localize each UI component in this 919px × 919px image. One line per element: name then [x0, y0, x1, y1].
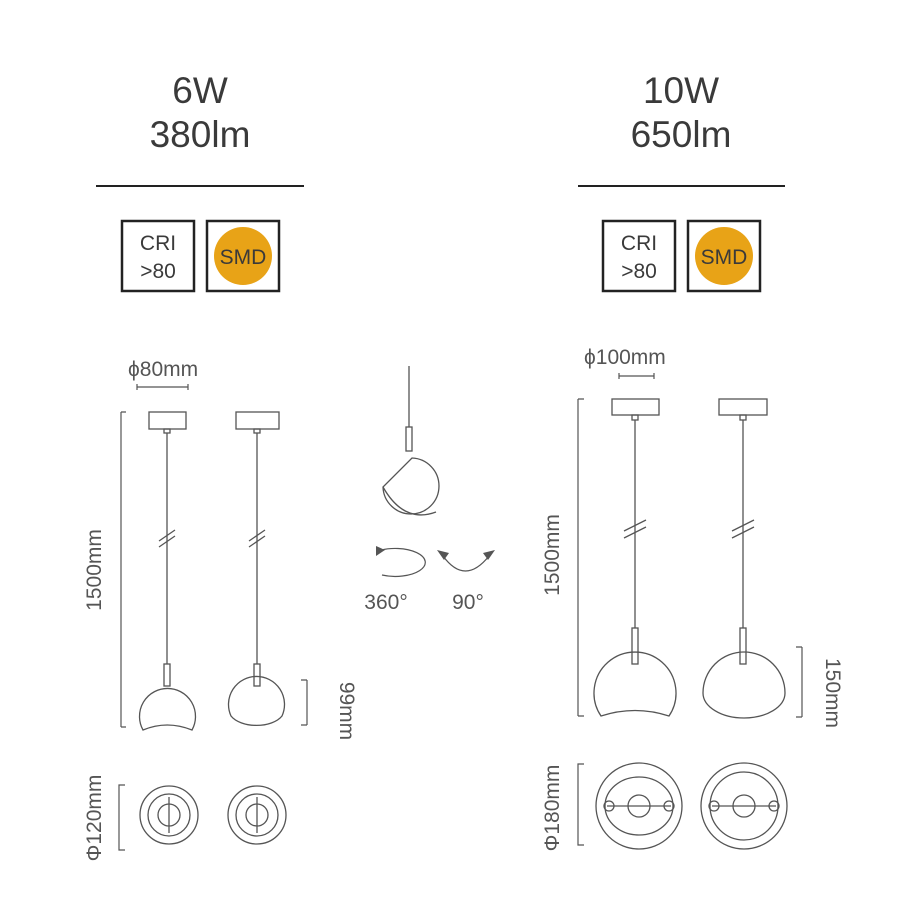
left-length-dim-line: [120, 411, 126, 728]
left-lamp-1-shade: [138, 687, 197, 731]
right-power: 10W: [643, 70, 719, 111]
left-lamp-drawings: ϕ80mm 1500mm 99mm Φ120mm: [83, 358, 358, 861]
center-rotation-demo: 360° 90°: [364, 366, 495, 614]
right-smd-label: SMD: [701, 246, 748, 269]
left-lamp-1-break: [158, 529, 176, 548]
right-lamp-1-break: [623, 519, 647, 539]
right-length-dim: 1500mm: [541, 514, 564, 596]
tilt-label: 90°: [452, 591, 484, 614]
rotate-arrow: [377, 547, 426, 578]
left-lamp-2: [227, 411, 286, 726]
left-bottom-view-1: [139, 785, 199, 845]
right-shade-dia-dim-line: [577, 763, 584, 846]
left-power: 6W: [172, 70, 228, 111]
right-shade-height-dim-line: [796, 646, 803, 718]
rotate-arrow-head: [376, 546, 385, 556]
left-canopy-dim-line: [136, 384, 189, 390]
left-smd-badge: [205, 219, 281, 293]
tilt-arrow-head-right: [483, 550, 495, 560]
right-lamp-1-shade: [593, 651, 677, 717]
right-canopy-dim-line: [618, 373, 655, 379]
right-length-dim-line: [577, 398, 584, 717]
right-cri-line1: CRI: [621, 232, 657, 255]
right-bottom-view-2: [700, 762, 788, 850]
right-lumen: 650lm: [631, 114, 732, 155]
right-lamp-drawings: ϕ100mm 1500mm 150mm Φ180mm: [541, 346, 844, 851]
left-shade-height-dim-line: [301, 679, 308, 726]
left-cri-line2: >80: [140, 260, 176, 283]
left-lumen: 380lm: [150, 114, 251, 155]
right-lamp-2-break: [731, 519, 755, 539]
rotate-label: 360°: [364, 591, 407, 614]
right-smd-badge: [686, 219, 762, 293]
left-lamp-2-break: [248, 529, 266, 548]
right-smd-dot: [695, 227, 753, 285]
right-lamp-1-canopy: [611, 398, 660, 416]
left-smd-label: SMD: [220, 246, 267, 269]
right-lamp-2-shade: [702, 651, 786, 719]
right-canopy-dim: ϕ100mm: [584, 346, 666, 369]
right-lamp-1: [593, 398, 677, 717]
left-cri-badge: [120, 219, 196, 293]
right-spec-header: 10W 650lm CRI >80 SMD: [578, 70, 785, 293]
center-lamp-shade: [382, 457, 440, 515]
left-shade-dia-dim: Φ120mm: [83, 775, 106, 862]
left-lamp-2-shade: [227, 675, 286, 726]
right-lamp-2-canopy: [718, 398, 768, 416]
tilt-arrow: [442, 555, 490, 572]
right-cri-badge: [601, 219, 677, 293]
left-bottom-view-2: [227, 785, 287, 845]
left-cri-line1: CRI: [140, 232, 176, 255]
left-shade-height-dim: 99mm: [335, 682, 358, 740]
right-lamp-2: [702, 398, 786, 719]
left-lamp-1-canopy: [148, 411, 187, 430]
right-shade-height-dim: 150mm: [821, 658, 844, 728]
right-cri-line2: >80: [621, 260, 657, 283]
left-smd-dot: [214, 227, 272, 285]
left-shade-dia-dim-line: [118, 784, 125, 851]
left-canopy-dim: ϕ80mm: [128, 358, 198, 381]
tilt-arrow-head-left: [437, 550, 449, 560]
left-spec-header: 6W 380lm CRI >80 SMD: [96, 70, 304, 293]
left-length-dim: 1500mm: [83, 529, 106, 611]
right-bottom-view-1: [595, 762, 683, 850]
right-shade-dia-dim: Φ180mm: [541, 765, 564, 852]
left-lamp-1: [138, 411, 197, 731]
left-lamp-2-canopy: [235, 411, 280, 430]
